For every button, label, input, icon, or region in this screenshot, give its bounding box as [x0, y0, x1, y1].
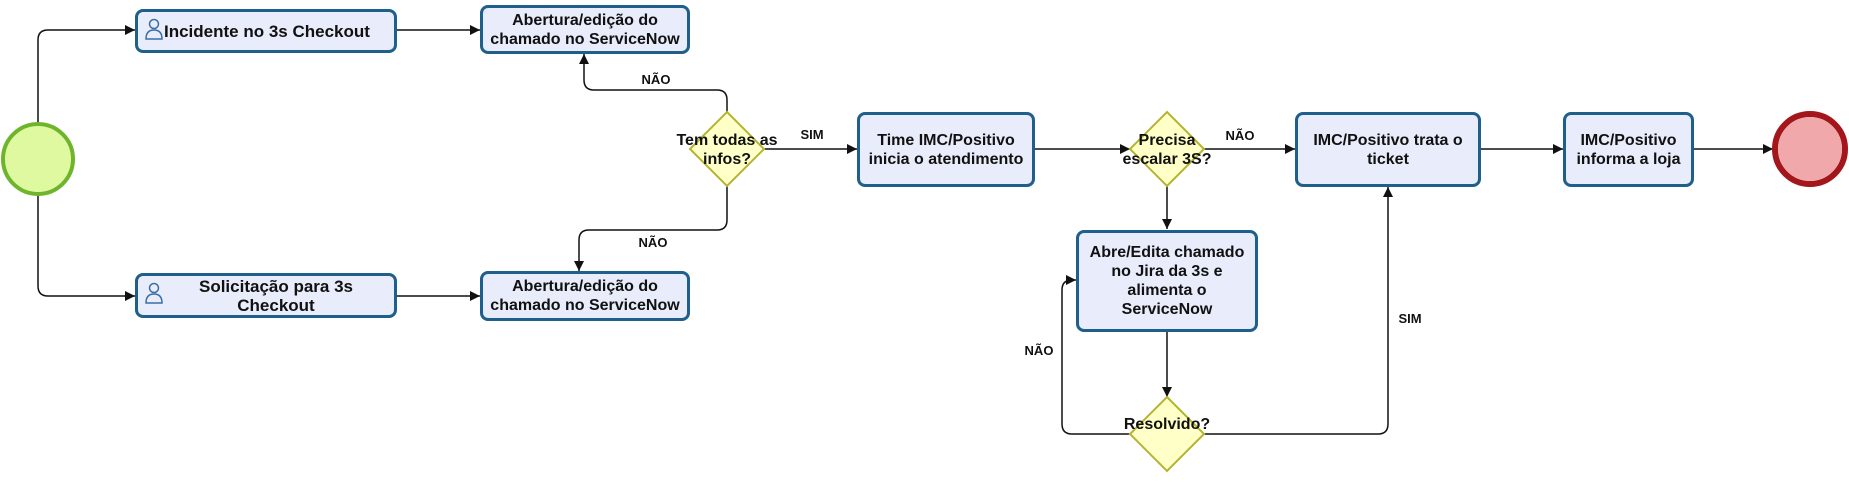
task-solicitacao: Solicitação para 3s Checkout	[135, 273, 397, 318]
start-event	[1, 122, 75, 196]
user-icon	[145, 18, 163, 40]
task-imc-trata-label: IMC/Positivo trata o ticket	[1313, 131, 1463, 168]
gateway-escalar-label: Precisa escalar 3S?	[1122, 132, 1212, 168]
gateway-escalar	[1128, 110, 1206, 188]
task-abre-edita-label: Abre/Edita chamado no Jira da 3s e alime…	[1089, 244, 1245, 318]
edge-label-sim-infos: SIM	[800, 127, 824, 142]
task-imc-informa: IMC/Positivo informa a loja	[1563, 112, 1694, 187]
edge-infos-nao-to-abertura-top	[579, 54, 728, 112]
gateway-resolvido	[1128, 395, 1206, 473]
task-time-imc: Time IMC/Positivo inicia o atendimento	[857, 112, 1035, 187]
edge-start-to-solicitacao	[37, 196, 135, 301]
task-abertura-top: Abertura/edição do chamado no ServiceNow	[480, 5, 690, 54]
user-icon	[145, 282, 163, 304]
edge-label-nao-resolvido: NÃO	[1024, 343, 1054, 358]
task-abertura-bottom: Abertura/edição do chamado no ServiceNow	[480, 271, 690, 321]
task-imc-informa-label: IMC/Positivo informa a loja	[1576, 131, 1681, 168]
task-solicitacao-label: Solicitação para 3s Checkout	[198, 276, 354, 315]
edge-label-nao-bottom: NÃO	[638, 235, 668, 250]
edge-label-nao-top: NÃO	[641, 72, 671, 87]
edge-label-sim-resolvido: SIM	[1398, 311, 1422, 326]
task-incidente: Incidente no 3s Checkout	[135, 9, 397, 53]
edge-infos-nao-to-abertura-bottom	[574, 186, 728, 271]
task-imc-trata: IMC/Positivo trata o ticket	[1295, 112, 1481, 187]
end-event	[1778, 117, 1842, 181]
edge-start-to-incidente	[37, 25, 135, 123]
task-abertura-top-label: Abertura/edição do chamado no ServiceNow	[490, 11, 680, 48]
gateway-todas-infos-label: Tem todas as infos?	[676, 132, 778, 168]
gateway-todas-infos	[688, 110, 766, 188]
edge-label-nao-escalar: NÃO	[1225, 128, 1255, 143]
task-time-imc-label: Time IMC/Positivo inicia o atendimento	[868, 131, 1024, 168]
task-abre-edita: Abre/Edita chamado no Jira da 3s e alime…	[1076, 230, 1258, 332]
edge-resolvido-sim-to-imc-trata	[1204, 187, 1393, 435]
gateway-resolvido-label: Resolvido?	[1123, 416, 1211, 433]
task-incidente-label: Incidente no 3s Checkout	[164, 21, 370, 41]
end-event-outline	[1772, 111, 1848, 187]
task-abertura-bottom-label: Abertura/edição do chamado no ServiceNow	[490, 278, 680, 314]
edge-resolvido-nao-to-abre-edita	[1061, 275, 1130, 435]
